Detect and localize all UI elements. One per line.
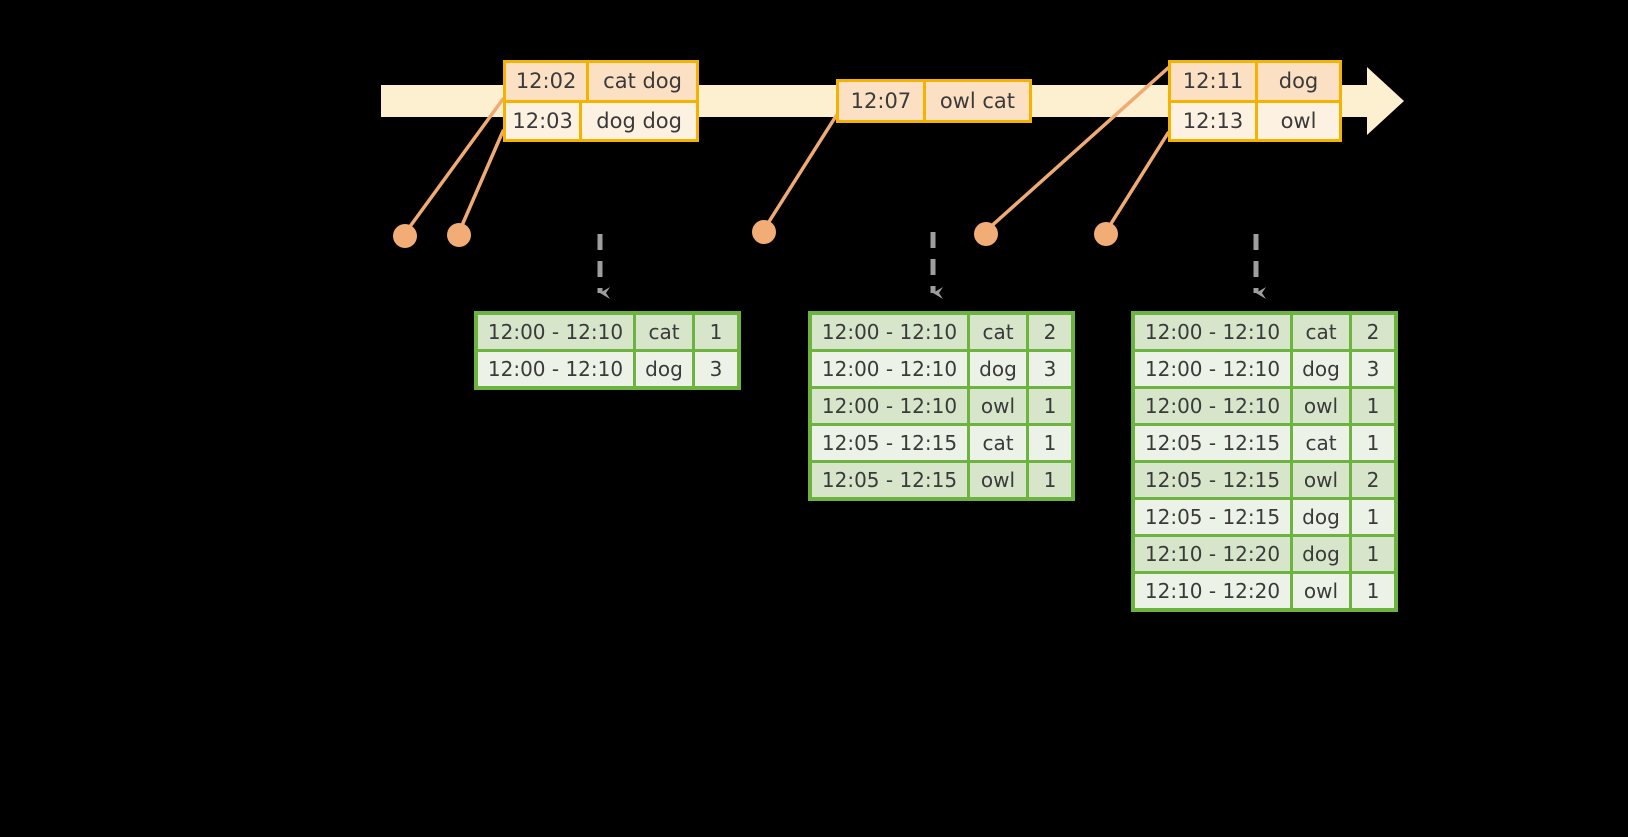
cell-window: 12:00 - 12:10 (812, 315, 967, 349)
event-connectors (404, 66, 1170, 234)
cell-window: 12:00 - 12:10 (1135, 315, 1290, 349)
event-time: 12:07 (839, 82, 926, 120)
cell-word: owl (1293, 463, 1349, 497)
event-row[interactable]: 12:11 dog (1171, 63, 1339, 100)
connector-1207 (763, 114, 838, 230)
event-words: owl cat (925, 82, 1029, 120)
cell-count: 2 (1352, 315, 1394, 349)
cell-window: 12:00 - 12:10 (812, 389, 967, 423)
event-time: 12:11 (1171, 63, 1258, 100)
cell-window: 12:05 - 12:15 (1135, 463, 1290, 497)
cell-count: 1 (1029, 389, 1071, 423)
cell-window: 12:00 - 12:10 (1135, 389, 1290, 423)
event-row[interactable]: 12:07 owl cat (839, 82, 1029, 120)
event-row[interactable]: 12:02 cat dog (506, 63, 696, 100)
cell-count: 1 (1029, 463, 1071, 497)
cell-count: 1 (1352, 537, 1394, 571)
connector-1213 (1105, 131, 1170, 232)
cell-count: 1 (1029, 426, 1071, 460)
cell-word: dog (636, 352, 692, 386)
event-dot-1207 (752, 220, 776, 244)
cell-window: 12:05 - 12:15 (812, 426, 967, 460)
cell-window: 12:05 - 12:15 (1135, 500, 1290, 534)
table-pointer-arrows (597, 232, 1266, 299)
event-dot-1213 (1094, 222, 1118, 246)
cell-count: 1 (695, 315, 737, 349)
event-dot-1211 (974, 222, 998, 246)
cell-window: 12:00 - 12:10 (478, 315, 633, 349)
cell-word: owl (1293, 389, 1349, 423)
event-dot-1202 (393, 224, 417, 248)
cell-word: cat (1293, 426, 1349, 460)
cell-count: 1 (1352, 500, 1394, 534)
event-words: cat dog (589, 63, 696, 100)
event-time: 12:02 (506, 63, 590, 100)
event-row[interactable]: 12:03 dog dog (506, 99, 696, 139)
cell-count: 2 (1352, 463, 1394, 497)
event-time: 12:13 (1171, 102, 1258, 139)
cell-word: cat (636, 315, 692, 349)
cell-word: cat (970, 315, 1026, 349)
cell-word: dog (1293, 500, 1349, 534)
cell-count: 3 (695, 352, 737, 386)
cell-count: 1 (1352, 426, 1394, 460)
cell-count: 1 (1352, 389, 1394, 423)
event-row[interactable]: 12:13 owl (1171, 99, 1339, 139)
event-words: dog (1258, 63, 1339, 100)
cell-word: owl (970, 463, 1026, 497)
connector-1203 (458, 129, 505, 232)
event-group-1[interactable]: 12:02 cat dog 12:03 dog dog (503, 60, 699, 142)
cell-word: cat (1293, 315, 1349, 349)
cell-window: 12:00 - 12:10 (478, 352, 633, 386)
event-words: owl (1258, 102, 1339, 139)
cell-count: 3 (1029, 352, 1071, 386)
cell-window: 12:10 - 12:20 (1135, 537, 1290, 571)
cell-count: 3 (1352, 352, 1394, 386)
cell-window: 12:00 - 12:10 (1135, 352, 1290, 386)
cell-window: 12:05 - 12:15 (1135, 426, 1290, 460)
cell-count: 1 (1352, 574, 1394, 608)
event-group-3[interactable]: 12:11 dog 12:13 owl (1168, 60, 1342, 142)
cell-count: 2 (1029, 315, 1071, 349)
cell-word: dog (970, 352, 1026, 386)
cell-word: dog (1293, 352, 1349, 386)
cell-word: cat (970, 426, 1026, 460)
connector-1211 (985, 66, 1170, 232)
cell-window: 12:10 - 12:20 (1135, 574, 1290, 608)
cell-word: dog (1293, 537, 1349, 571)
event-words: dog dog (582, 102, 696, 139)
cell-word: owl (970, 389, 1026, 423)
cell-window: 12:05 - 12:15 (812, 463, 967, 497)
event-group-2[interactable]: 12:07 owl cat (836, 79, 1032, 123)
cell-word: owl (1293, 574, 1349, 608)
cell-window: 12:00 - 12:10 (812, 352, 967, 386)
connector-1202 (404, 97, 505, 234)
event-time: 12:03 (506, 102, 583, 139)
event-dots (393, 220, 1118, 248)
event-dot-1203 (447, 223, 471, 247)
